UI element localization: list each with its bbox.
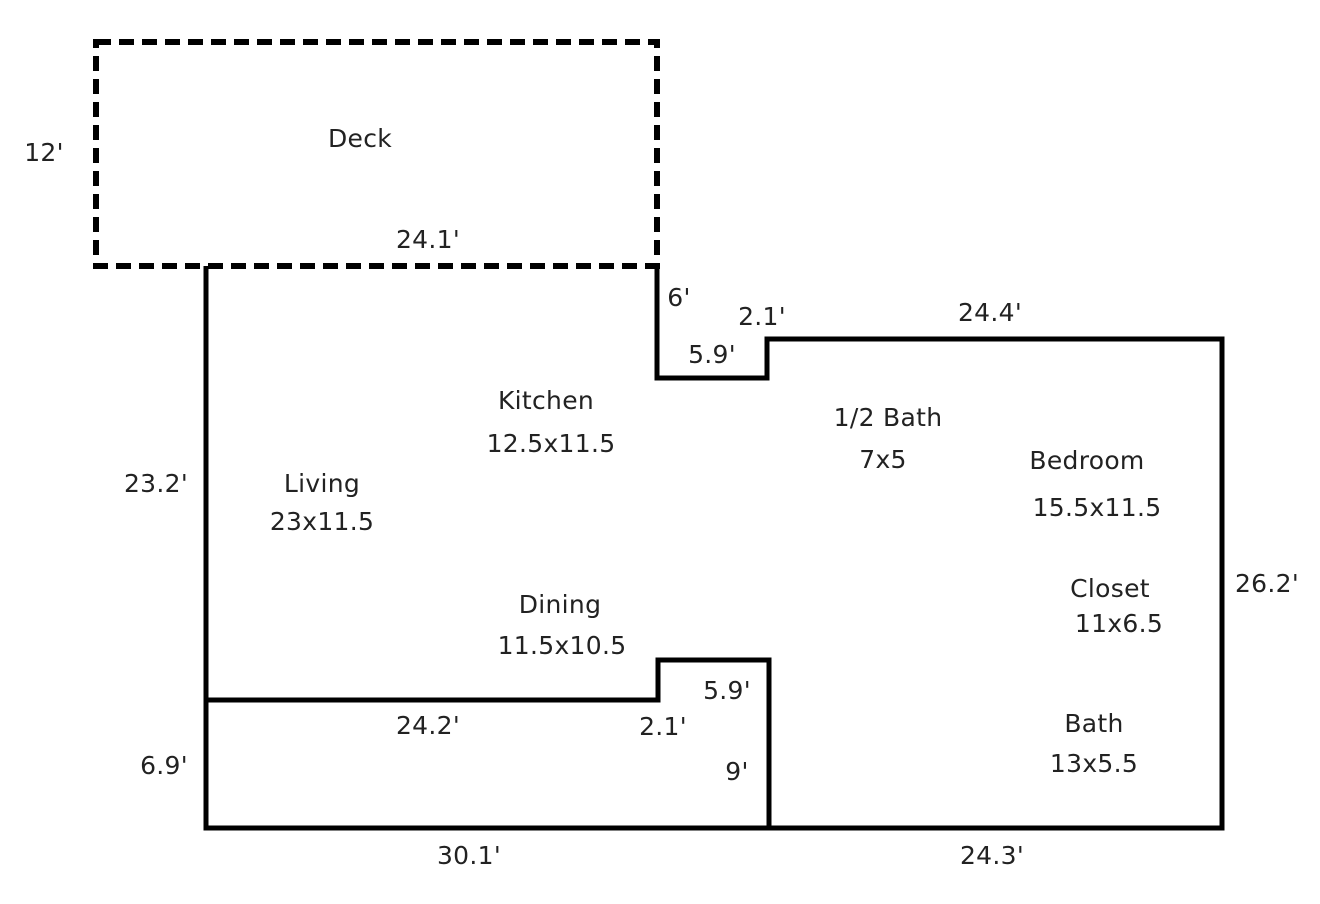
living-size: 23x11.5	[269, 507, 375, 536]
half-bath-name: 1/2 Bath	[833, 403, 943, 432]
notch-bottom-width-dimension: 5.9'	[703, 676, 751, 705]
right-wall-dimension: 26.2'	[1234, 569, 1300, 598]
deck-height-dimension: 12'	[24, 138, 64, 167]
kitchen-name: Kitchen	[497, 386, 595, 415]
left-lower-wall-dimension: 6.9'	[140, 751, 188, 780]
notch-bottom-drop-dimension: 2.1'	[639, 712, 687, 741]
living-name: Living	[283, 469, 361, 498]
bedroom-name: Bedroom	[1029, 446, 1145, 475]
left-upper-wall-dimension: 23.2'	[123, 469, 189, 498]
notch-top-width-dimension: 5.9'	[688, 340, 736, 369]
bath-size: 13x5.5	[1049, 749, 1139, 778]
house-outline	[203, 266, 1225, 831]
kitchen-size: 12.5x11.5	[486, 429, 616, 458]
bottom-right-wall-dimension: 24.3'	[959, 841, 1025, 870]
middle-wall-dimension: 9'	[725, 757, 749, 786]
half-bath-size: 7x5	[859, 445, 907, 474]
notch-top-drop-dimension: 6'	[667, 283, 691, 312]
closet-size: 11x6.5	[1074, 609, 1164, 638]
deck-outline	[93, 39, 660, 269]
deck-label: Deck	[327, 124, 393, 153]
inner-wall-dimension: 24.2'	[395, 711, 461, 740]
deck-width-dimension: 24.1'	[395, 225, 461, 254]
dining-name: Dining	[518, 590, 602, 619]
dining-size: 11.5x10.5	[497, 631, 627, 660]
bedroom-size: 15.5x11.5	[1032, 493, 1162, 522]
notch-top-rise-dimension: 2.1'	[738, 302, 786, 331]
bath-name: Bath	[1064, 709, 1124, 738]
top-right-wall-dimension: 24.4'	[957, 298, 1023, 327]
bottom-left-wall-dimension: 30.1'	[436, 841, 502, 870]
closet-name: Closet	[1070, 574, 1150, 603]
interior-wall	[206, 657, 772, 828]
